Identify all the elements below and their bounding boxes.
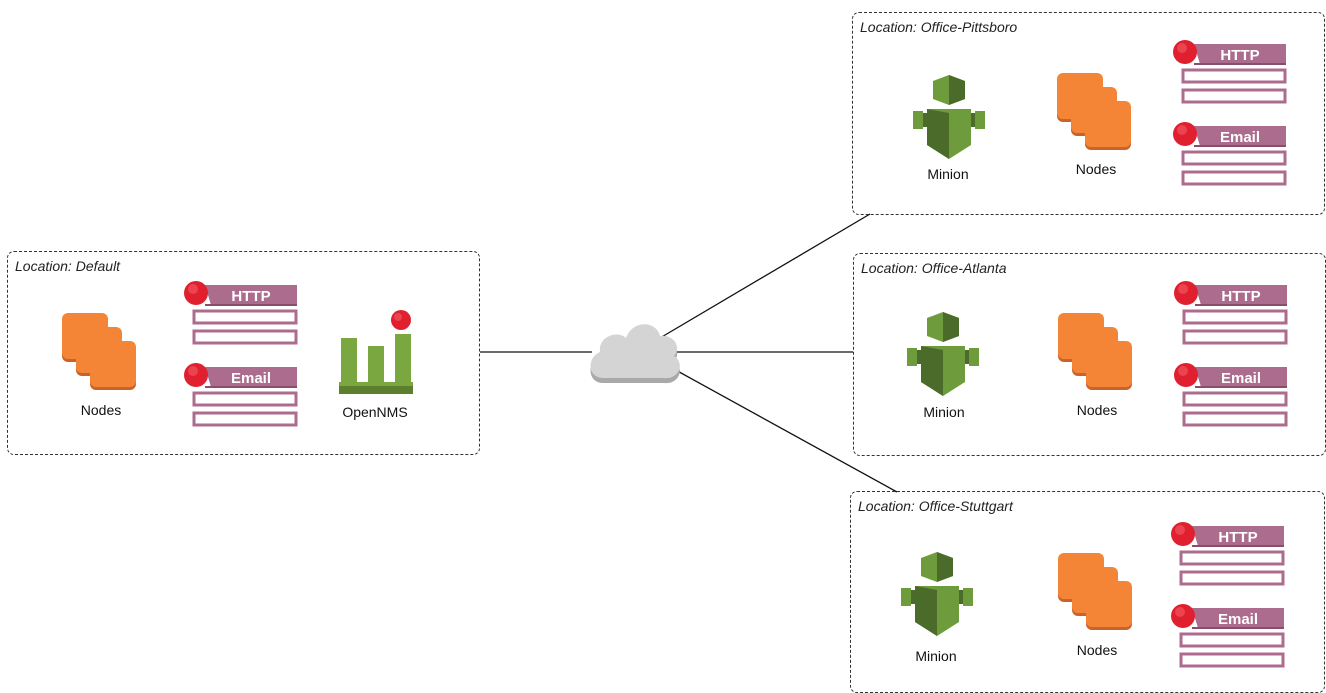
- cloud-icon: [590, 324, 680, 384]
- service-http: HTTP: [1174, 281, 1288, 345]
- minion-label: Minion: [923, 404, 965, 420]
- location-title: Location: Default: [15, 258, 121, 274]
- svg-text:HTTP: HTTP: [1221, 288, 1260, 305]
- location-title: Location: Office-Stuttgart: [858, 498, 1013, 514]
- location-pittsboro: Location: Office-Pittsboro: [852, 12, 1325, 215]
- svg-text:Email: Email: [1220, 129, 1260, 146]
- service-http: HTTP: [1173, 40, 1287, 104]
- minion-label: Minion: [915, 648, 957, 664]
- svg-text:Email: Email: [1218, 611, 1258, 628]
- opennms-icon: [339, 310, 413, 394]
- nodes-label: Nodes: [80, 402, 122, 418]
- nodes-icon: [1058, 313, 1132, 390]
- link-cloud-pittsboro: [659, 213, 871, 339]
- link-cloud-stuttgart: [671, 367, 898, 493]
- location-title: Location: Office-Pittsboro: [860, 19, 1018, 35]
- service-http: HTTP: [1171, 522, 1285, 586]
- minion-label: Minion: [927, 166, 969, 182]
- svg-text:HTTP: HTTP: [231, 288, 270, 305]
- nodes-icon: [1058, 553, 1132, 630]
- nodes-label: Nodes: [1075, 161, 1117, 177]
- opennms-label: OpenNMS: [342, 404, 408, 420]
- minion-icon: [913, 75, 985, 159]
- service-email: Email: [184, 363, 298, 427]
- nodes-label: Nodes: [1076, 402, 1118, 418]
- nodes-icon: [62, 313, 136, 390]
- service-http: HTTP: [184, 281, 298, 345]
- alarm-icon: [391, 310, 411, 330]
- service-email: Email: [1174, 363, 1288, 427]
- nodes-icon: [1057, 73, 1131, 150]
- location-default: Location: Default: [7, 251, 480, 455]
- svg-text:Email: Email: [1221, 370, 1261, 387]
- minion-icon: [907, 312, 979, 396]
- nodes-label: Nodes: [1076, 642, 1118, 658]
- svg-text:HTTP: HTTP: [1220, 47, 1259, 64]
- svg-text:HTTP: HTTP: [1218, 529, 1257, 546]
- service-email: Email: [1173, 122, 1287, 186]
- minion-icon: [901, 552, 973, 636]
- service-email: Email: [1171, 604, 1285, 668]
- location-title: Location: Office-Atlanta: [861, 260, 1007, 276]
- svg-text:Email: Email: [231, 370, 271, 387]
